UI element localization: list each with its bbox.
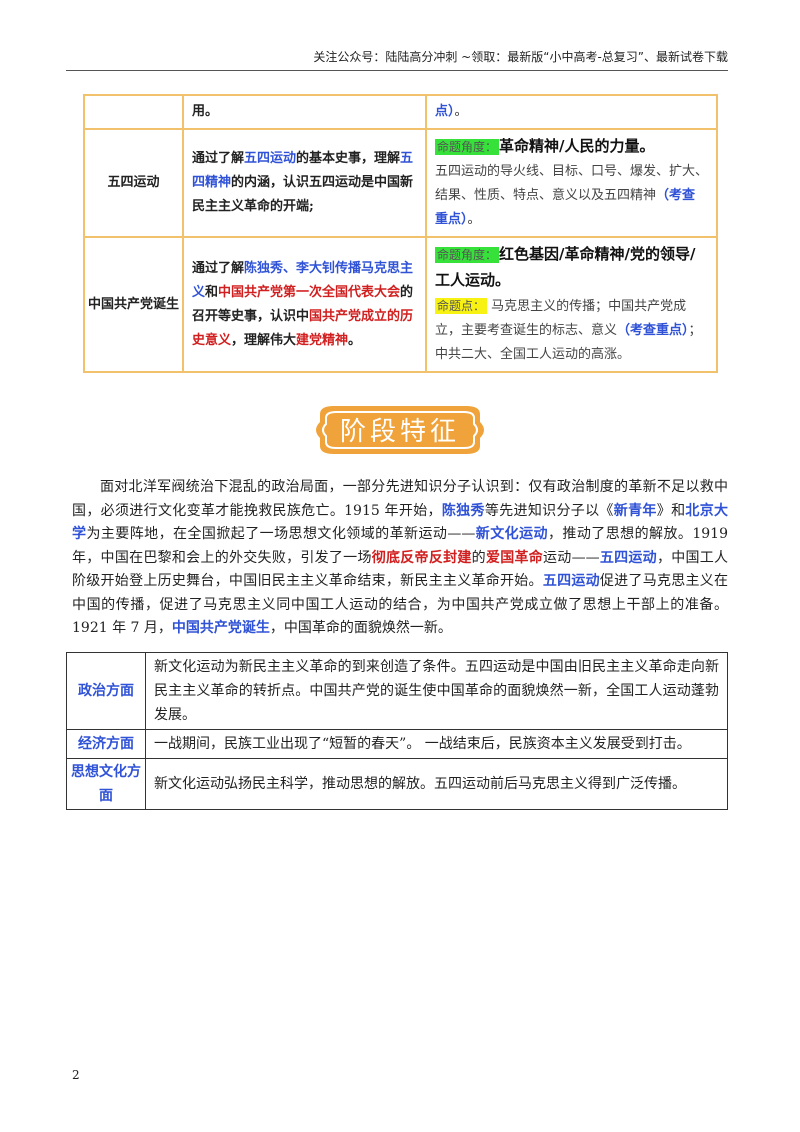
- aspects-table: 政治方面 新文化运动为新民主主义革命的到来创造了条件。五四运动是中国由旧民主主义…: [66, 652, 728, 810]
- requirement-cell: 通过了解陈独秀、李大钊传播马克思主义和中国共产党第一次全国代表大会的召开等史事，…: [182, 236, 427, 373]
- stage-characteristics-paragraph: 面对北洋军阀统治下混乱的政治局面，一部分先进知识分子认识到：仅有政治制度的革新不…: [72, 479, 729, 636]
- banner-title: 阶段特征: [340, 417, 460, 447]
- topic-cell: 中国共产党诞生: [83, 236, 184, 373]
- focus-cell: 命题角度：红色基因/革命精神/党的领导/工人运动。 命题点： 马克思主义的传播；…: [425, 236, 718, 373]
- requirement-cell: 通过了解五四运动的基本史事，理解五四精神的内涵，认识五四运动是中国新民主主义革命…: [182, 128, 427, 238]
- topic-cell: 五四运动: [83, 128, 184, 238]
- aspect-label: 政治方面: [66, 652, 146, 730]
- angle-tag: 命题角度：: [435, 247, 500, 263]
- table-row: 政治方面 新文化运动为新民主主义革命的到来创造了条件。五四运动是中国由旧民主主义…: [66, 652, 728, 730]
- focus-cell: 命题角度：革命精神/人民的力量。 五四运动的导火线、目标、口号、爆发、扩大、结果…: [425, 128, 718, 238]
- knowledge-table: 用。 点）。 五四运动 通过了解五四运动的基本史事，理解五四精神的内涵，认识五四…: [83, 94, 718, 373]
- aspect-content: 一战期间，民族工业出现了“短暂的春天”。 一战结束后，民族资本主义发展受到打击。: [145, 729, 728, 759]
- header-rule: [66, 70, 728, 71]
- section-banner: 阶段特征: [316, 406, 484, 454]
- aspect-label: 经济方面: [66, 729, 146, 759]
- requirement-cell: 用。: [182, 94, 427, 130]
- aspect-label: 思想文化方面: [66, 758, 146, 810]
- point-tag: 命题点：: [435, 298, 488, 314]
- table-row: 用。 点）。: [83, 94, 718, 130]
- focus-cell: 点）。: [425, 94, 718, 130]
- aspect-content: 新文化运动弘扬民主科学，推动思想的解放。五四运动前后马克思主义得到广泛传播。: [145, 758, 728, 810]
- table-row: 五四运动 通过了解五四运动的基本史事，理解五四精神的内涵，认识五四运动是中国新民…: [83, 128, 718, 238]
- page-header: 关注公众号：陆陆高分冲刺 ~领取：最新版“小中高考-总复习”、最新试卷下载: [313, 50, 728, 64]
- table-row: 经济方面 一战期间，民族工业出现了“短暂的春天”。 一战结束后，民族资本主义发展…: [66, 729, 728, 759]
- aspect-content: 新文化运动为新民主主义革命的到来创造了条件。五四运动是中国由旧民主主义革命走向新…: [145, 652, 728, 730]
- topic-cell-empty: [83, 94, 184, 130]
- page-number: 2: [72, 1068, 80, 1082]
- table-row: 思想文化方面 新文化运动弘扬民主科学，推动思想的解放。五四运动前后马克思主义得到…: [66, 758, 728, 810]
- angle-tag: 命题角度：: [435, 139, 500, 155]
- table-row: 中国共产党诞生 通过了解陈独秀、李大钊传播马克思主义和中国共产党第一次全国代表大…: [83, 236, 718, 373]
